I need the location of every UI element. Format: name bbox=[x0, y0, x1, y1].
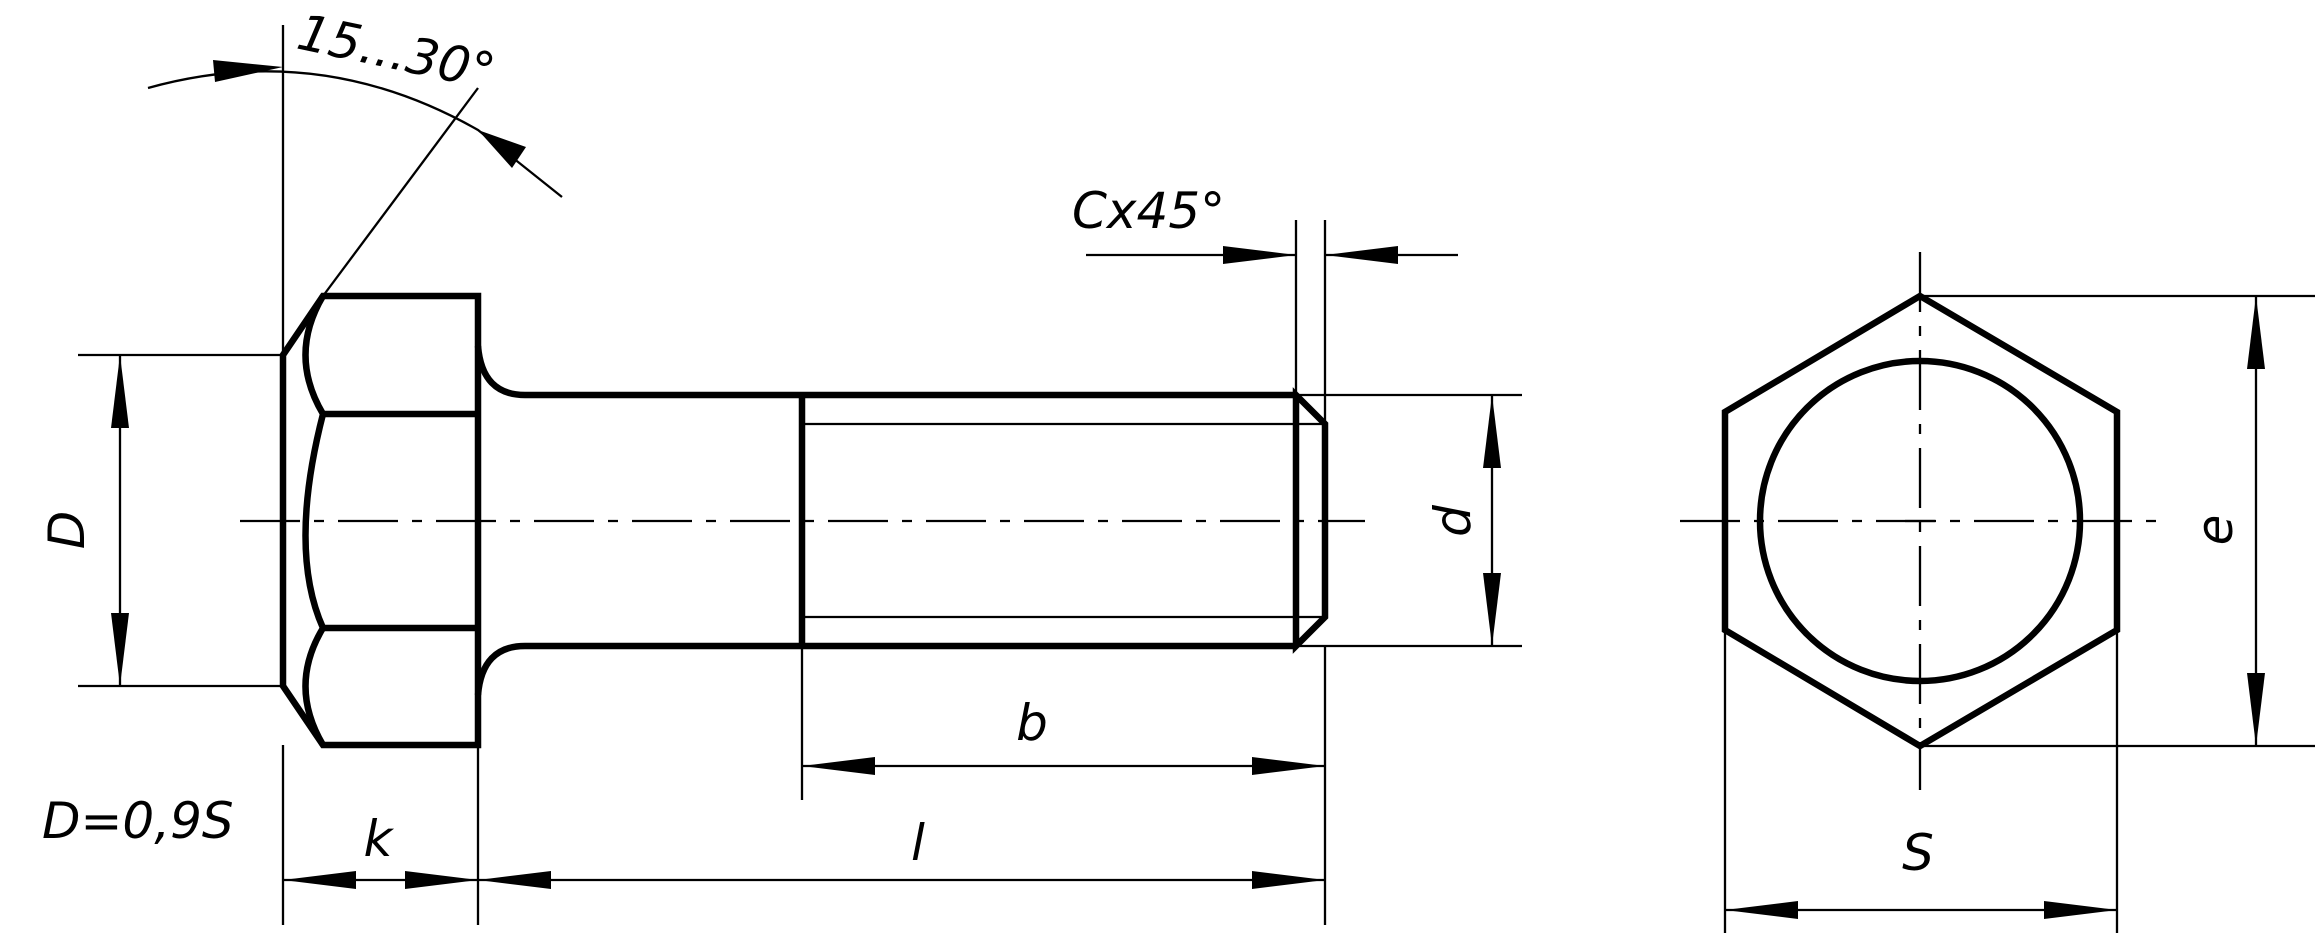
c-arrow-right bbox=[1325, 246, 1398, 264]
d-head-arrow-bottom bbox=[111, 613, 129, 686]
d-arrow-bottom bbox=[1483, 573, 1501, 646]
e-label: e bbox=[2186, 515, 2244, 546]
c-arrow-left bbox=[1223, 246, 1296, 264]
b-arrow-right bbox=[1252, 757, 1325, 775]
angle-arc bbox=[147, 70, 563, 198]
angle-arrow-left bbox=[213, 60, 283, 82]
angle-dimension: 15...30° bbox=[147, 3, 563, 355]
s-label: S bbox=[1902, 824, 1934, 882]
b-arrow-left bbox=[802, 757, 875, 775]
bolt-end-view bbox=[1680, 252, 2160, 790]
k-label: k bbox=[364, 810, 395, 868]
d-head-arrow-top bbox=[111, 355, 129, 428]
d-arrow-top bbox=[1483, 395, 1501, 468]
angle-label: 15...30° bbox=[293, 3, 501, 101]
k-arrow-left bbox=[283, 871, 356, 889]
thread-diameter-dimension: d bbox=[1296, 393, 1522, 648]
d-head-dimension: D D=0,9S bbox=[38, 353, 283, 850]
head-face-arcs bbox=[302, 294, 327, 747]
l-label: l bbox=[911, 814, 925, 872]
b-label: b bbox=[1016, 694, 1048, 752]
s-arrow-right bbox=[2044, 901, 2117, 919]
formula-label: D=0,9S bbox=[42, 792, 234, 850]
end-chamfer-dimension: Cx45° bbox=[1072, 182, 1458, 424]
k-arrow-right bbox=[405, 871, 478, 889]
c-label: Cx45° bbox=[1072, 182, 1225, 240]
shank-top-fillet bbox=[474, 345, 1296, 399]
thread-length-dimension: b bbox=[800, 646, 1325, 800]
bolt-shank-side-view bbox=[240, 345, 1365, 696]
s-arrow-left bbox=[1725, 901, 1798, 919]
d-head-label: D bbox=[38, 511, 96, 550]
l-arrow-right bbox=[1252, 871, 1325, 889]
chamfer-extension bbox=[322, 87, 479, 297]
e-arrow-bottom bbox=[2247, 673, 2265, 746]
l-arrow-left bbox=[478, 871, 551, 889]
d-label: d bbox=[1424, 505, 1482, 537]
e-arrow-top bbox=[2247, 296, 2265, 369]
length-dimensions: k l bbox=[281, 646, 1327, 925]
angle-arrow-right bbox=[478, 130, 526, 168]
shank-bottom-fillet bbox=[474, 642, 1296, 696]
across-flats-dimension: S bbox=[1723, 630, 2119, 933]
